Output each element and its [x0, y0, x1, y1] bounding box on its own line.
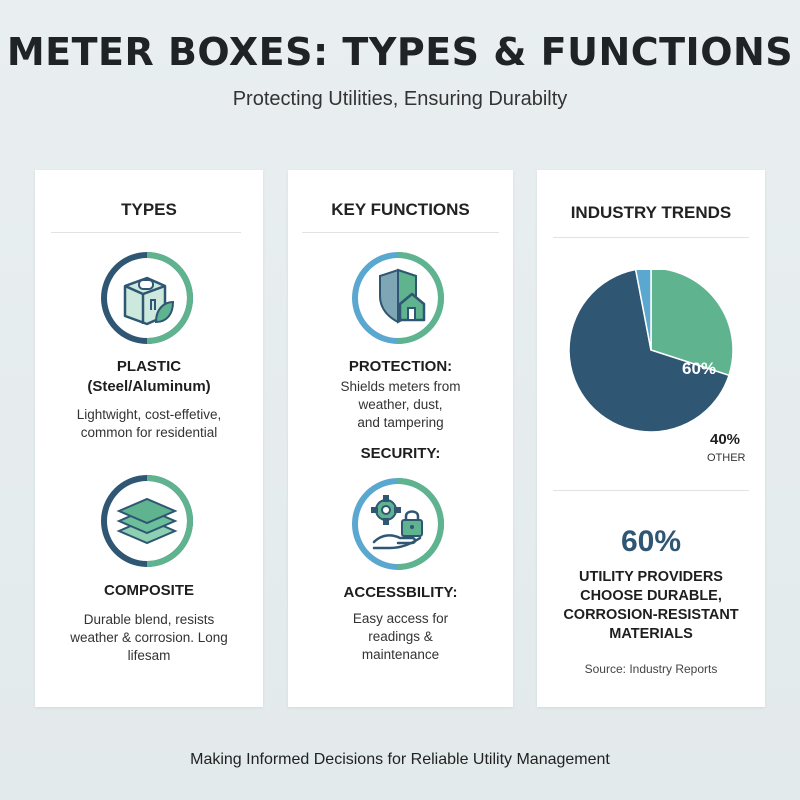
trends-heading: INDUSTRY TRENDS — [570, 203, 732, 222]
footer-text: Making Informed Decisions for Reliable U… — [190, 751, 610, 768]
stat-line-2: CHOOSE DURABLE, — [580, 588, 722, 604]
pie-label-other-name: OTHER — [707, 452, 746, 464]
types-divider — [51, 232, 241, 233]
pie-slice-0 — [650, 270, 734, 377]
pie-label-other: 40% — [710, 431, 741, 448]
stat-value: 60% — [620, 525, 682, 558]
stat-line-3: CORROSION-RESISTANT — [563, 607, 739, 623]
plastic-desc-2: common for residential — [80, 425, 218, 440]
stat-line-1: UTILITY PROVIDERS — [579, 569, 723, 585]
functions-heading: KEY FUNCTIONS — [331, 200, 470, 219]
protection-desc-2: weather, dust, — [358, 397, 443, 412]
composite-desc-3: lifesam — [127, 648, 171, 663]
accessibility-title: ACCESSBILITY: — [343, 584, 458, 601]
trends-divider-2 — [553, 490, 749, 491]
plastic-box-icon — [99, 250, 195, 346]
plastic-title: PLASTIC — [116, 358, 182, 375]
trends-pie-chart — [568, 270, 734, 433]
protection-desc-1: Shields meters from — [340, 379, 461, 394]
trends-card: INDUSTRY TRENDS 60% 40% OTHER 60% UTILIT… — [537, 170, 765, 707]
composite-desc-1: Durable blend, resists — [83, 612, 215, 627]
pie-label-main: 60% — [682, 359, 717, 378]
functions-card: KEY FUNCTIONS PROTECTION: Shields meters… — [288, 170, 513, 707]
page-title: METER BOXES: TYPES & FUNCTIONS — [6, 30, 794, 74]
stat-line-4: MATERIALS — [609, 626, 693, 642]
shield-house-icon — [350, 250, 446, 346]
trends-divider — [553, 237, 749, 238]
source-note: Source: Industry Reports — [584, 662, 718, 676]
gear-lock-icon — [350, 476, 446, 572]
plastic-desc-1: Lightwight, cost-effetive, — [76, 407, 222, 422]
protection-desc-3: and tampering — [357, 415, 444, 430]
pie-slice-2 — [634, 270, 652, 351]
types-card: TYPES PLASTIC (Steel/Aluminum) Lightwigh… — [35, 170, 263, 707]
functions-divider — [302, 232, 499, 233]
plastic-subtitle: (Steel/Aluminum) — [87, 378, 211, 395]
accessibility-desc-3: maintenance — [361, 647, 440, 662]
protection-title: PROTECTION: — [348, 358, 453, 375]
accessibility-desc-2: readings & — [368, 629, 433, 644]
composite-desc-2: weather & corrosion. Long — [70, 630, 228, 645]
page-subtitle: Protecting Utilities, Ensuring Durabilty — [232, 88, 568, 110]
layers-icon — [99, 473, 195, 569]
accessibility-desc-1: Easy access for — [352, 611, 449, 626]
security-title: SECURITY: — [360, 445, 441, 462]
pie-slice-1 — [568, 270, 730, 433]
types-heading: TYPES — [121, 200, 177, 219]
composite-title: COMPOSITE — [103, 582, 194, 599]
